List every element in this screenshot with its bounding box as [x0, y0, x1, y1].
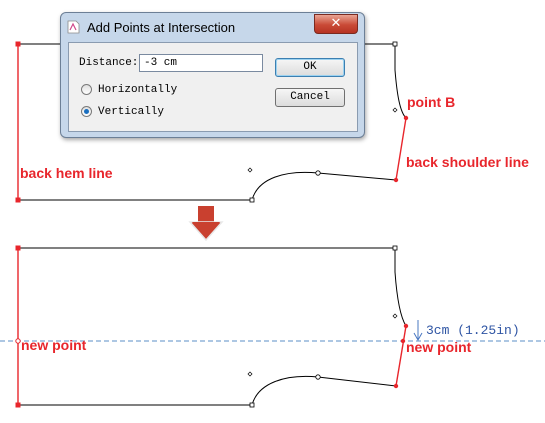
new-point-right-marker[interactable]	[400, 338, 406, 344]
offset-arrow-head	[413, 332, 423, 342]
horizontally-label[interactable]: Horizontally	[98, 84, 178, 96]
back-shoulder-line[interactable]	[395, 117, 407, 181]
shoulder-to-neck-line[interactable]	[317, 172, 397, 181]
corner-point[interactable]	[392, 41, 398, 47]
neck-curve[interactable]	[251, 171, 319, 201]
back-shoulder-line-label: back shoulder line	[406, 154, 529, 170]
distance-input[interactable]: -3 cm	[139, 54, 263, 72]
new-point-right-label: new point	[406, 339, 472, 355]
ok-button[interactable]: OK	[275, 58, 345, 77]
new-point-left-marker[interactable]	[15, 338, 21, 344]
add-points-dialog[interactable]: Add Points at Intersection ✕ Distance: -…	[60, 12, 365, 138]
corner-point[interactable]	[15, 402, 21, 408]
dialog-body: Distance: -3 cm Horizontally Vertically …	[68, 42, 358, 132]
shoulder-end-point[interactable]	[393, 177, 399, 183]
point-b-marker[interactable]	[403, 323, 409, 329]
offset-measurement-label: 3cm (1.25in)	[426, 323, 520, 338]
dialog-titlebar[interactable]: Add Points at Intersection ✕	[61, 13, 364, 41]
control-point[interactable]	[247, 371, 253, 377]
corner-point[interactable]	[392, 245, 398, 251]
neck-curve[interactable]	[251, 375, 319, 406]
point-b-marker[interactable]	[403, 115, 409, 121]
corner-point[interactable]	[249, 402, 255, 408]
app-icon	[67, 20, 80, 34]
down-arrow-icon	[188, 206, 224, 242]
horizontally-radio[interactable]	[81, 84, 92, 95]
control-point[interactable]	[247, 167, 253, 173]
control-point[interactable]	[392, 313, 398, 319]
corner-point[interactable]	[15, 197, 21, 203]
bottom-pattern-piece[interactable]	[0, 245, 545, 408]
distance-label: Distance:	[79, 57, 139, 69]
close-button[interactable]: ✕	[314, 14, 358, 34]
corner-point[interactable]	[249, 197, 255, 203]
curve-point[interactable]	[315, 374, 321, 380]
point-b-label: point B	[407, 94, 456, 110]
new-point-left-label: new point	[21, 337, 87, 353]
control-point[interactable]	[392, 107, 398, 113]
vertically-radio[interactable]	[81, 106, 92, 117]
shoulder-to-neck-line[interactable]	[317, 376, 397, 387]
close-icon: ✕	[330, 16, 342, 31]
cancel-button[interactable]: Cancel	[275, 88, 345, 107]
corner-point[interactable]	[15, 41, 21, 47]
corner-point[interactable]	[15, 245, 21, 251]
curve-point[interactable]	[315, 170, 321, 176]
back-shoulder-line[interactable]	[395, 325, 407, 387]
vertically-label[interactable]: Vertically	[98, 106, 165, 118]
armhole-curve[interactable]	[394, 44, 407, 119]
back-hem-line-label: back hem line	[20, 165, 113, 181]
armhole-curve[interactable]	[394, 248, 407, 327]
shoulder-end-point[interactable]	[393, 383, 399, 389]
dialog-title: Add Points at Intersection	[87, 20, 236, 35]
